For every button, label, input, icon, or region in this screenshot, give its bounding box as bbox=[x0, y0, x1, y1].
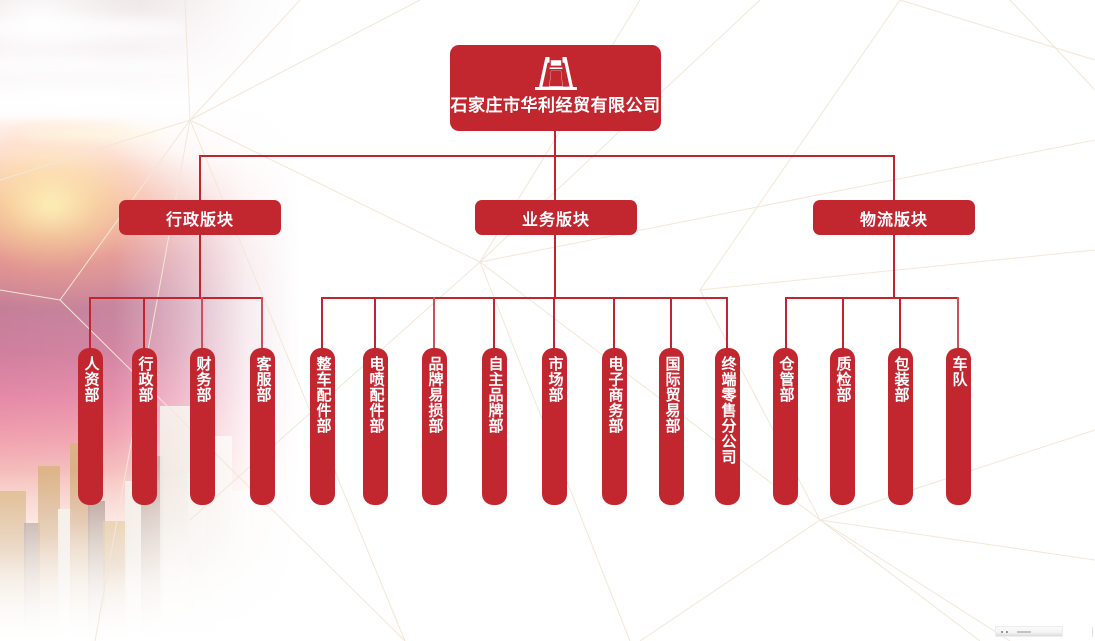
department-label: 行政部 bbox=[136, 356, 154, 403]
connector-root-stem bbox=[554, 131, 556, 157]
department-label: 仓管部 bbox=[777, 356, 795, 403]
department-label: 包装部 bbox=[892, 356, 910, 403]
chrome-dot-icon bbox=[1006, 630, 1008, 633]
connector-dept-drop bbox=[493, 297, 495, 349]
connector-drop-business bbox=[554, 155, 556, 201]
department-node-brand-wear-parts[interactable]: 品牌易损部 bbox=[422, 348, 447, 505]
connector-logistics-stem bbox=[893, 235, 895, 298]
connector-logistics-bus bbox=[785, 297, 957, 299]
connector-admin-bus bbox=[89, 297, 263, 299]
connector-drop-logistics bbox=[893, 155, 895, 201]
connector-dept-drop bbox=[321, 297, 323, 349]
department-label: 品牌易损部 bbox=[426, 356, 444, 434]
department-node-marketing[interactable]: 市场部 bbox=[542, 348, 567, 505]
window-chrome-remnant bbox=[995, 626, 1063, 637]
connector-admin-stem bbox=[199, 235, 201, 298]
connector-dept-drop bbox=[842, 297, 844, 349]
root-company-name: 石家庄市华利经贸有限公司 bbox=[450, 96, 661, 115]
department-label: 人资部 bbox=[82, 356, 100, 403]
connector-dept-drop bbox=[899, 297, 901, 349]
chrome-bar-icon bbox=[1017, 630, 1031, 633]
department-label: 电喷配件部 bbox=[367, 356, 385, 434]
department-node-own-brand[interactable]: 自主品牌部 bbox=[482, 348, 507, 505]
division-node-business[interactable]: 业务版块 bbox=[475, 200, 637, 235]
division-label: 物流版块 bbox=[859, 211, 928, 229]
background-cityscape-photo bbox=[0, 0, 300, 641]
chrome-dot-icon bbox=[1001, 630, 1003, 633]
department-label: 财务部 bbox=[194, 356, 212, 403]
department-label: 市场部 bbox=[546, 356, 564, 403]
connector-dept-drop bbox=[261, 297, 263, 349]
division-label: 业务版块 bbox=[521, 211, 590, 229]
connector-dept-drop bbox=[613, 297, 615, 349]
department-label: 质检部 bbox=[834, 356, 852, 403]
department-node-ecommerce[interactable]: 电子商务部 bbox=[602, 348, 627, 505]
connector-dept-drop bbox=[433, 297, 435, 349]
department-label: 电子商务部 bbox=[606, 356, 624, 434]
connector-division-bus bbox=[200, 155, 894, 157]
department-label: 整车配件部 bbox=[314, 356, 332, 434]
division-label: 行政版块 bbox=[165, 211, 234, 229]
connector-business-stem bbox=[554, 235, 556, 298]
root-node-company[interactable]: 石家庄市华利经贸有限公司 bbox=[450, 45, 661, 131]
department-node-efi-parts[interactable]: 电喷配件部 bbox=[363, 348, 388, 505]
huali-mountain-logo-icon bbox=[534, 57, 577, 90]
department-node-administration[interactable]: 行政部 bbox=[132, 348, 157, 505]
department-label: 客服部 bbox=[254, 356, 272, 403]
department-node-international-trade[interactable]: 国际贸易部 bbox=[659, 348, 684, 505]
photo-right-fade bbox=[0, 0, 300, 641]
connector-drop-admin bbox=[199, 155, 201, 201]
connector-dept-drop bbox=[670, 297, 672, 349]
department-node-fleet[interactable]: 车队 bbox=[946, 348, 971, 505]
department-node-hr[interactable]: 人资部 bbox=[78, 348, 103, 505]
connector-business-bus bbox=[321, 297, 727, 299]
department-label: 自主品牌部 bbox=[486, 356, 504, 434]
department-node-warehouse[interactable]: 仓管部 bbox=[773, 348, 798, 505]
chrome-edge-tick bbox=[1092, 627, 1093, 637]
division-node-logistics[interactable]: 物流版块 bbox=[813, 200, 975, 235]
connector-dept-drop bbox=[89, 297, 91, 349]
connector-dept-drop bbox=[553, 297, 555, 349]
department-node-finance[interactable]: 财务部 bbox=[190, 348, 215, 505]
department-node-retail-branch[interactable]: 终端零售分公司 bbox=[715, 348, 740, 505]
department-label: 国际贸易部 bbox=[663, 356, 681, 434]
connector-dept-drop bbox=[957, 297, 959, 349]
department-node-packaging[interactable]: 包装部 bbox=[888, 348, 913, 505]
department-label: 车队 bbox=[950, 356, 968, 387]
department-node-quality-inspection[interactable]: 质检部 bbox=[830, 348, 855, 505]
division-node-administration[interactable]: 行政版块 bbox=[119, 200, 281, 235]
connector-dept-drop bbox=[201, 297, 203, 349]
department-node-vehicle-parts[interactable]: 整车配件部 bbox=[310, 348, 335, 505]
connector-dept-drop bbox=[726, 297, 728, 349]
connector-dept-drop bbox=[143, 297, 145, 349]
connector-dept-drop bbox=[785, 297, 787, 349]
department-node-customer-service[interactable]: 客服部 bbox=[250, 348, 275, 505]
connector-dept-drop bbox=[374, 297, 376, 349]
department-label: 终端零售分公司 bbox=[719, 356, 737, 465]
